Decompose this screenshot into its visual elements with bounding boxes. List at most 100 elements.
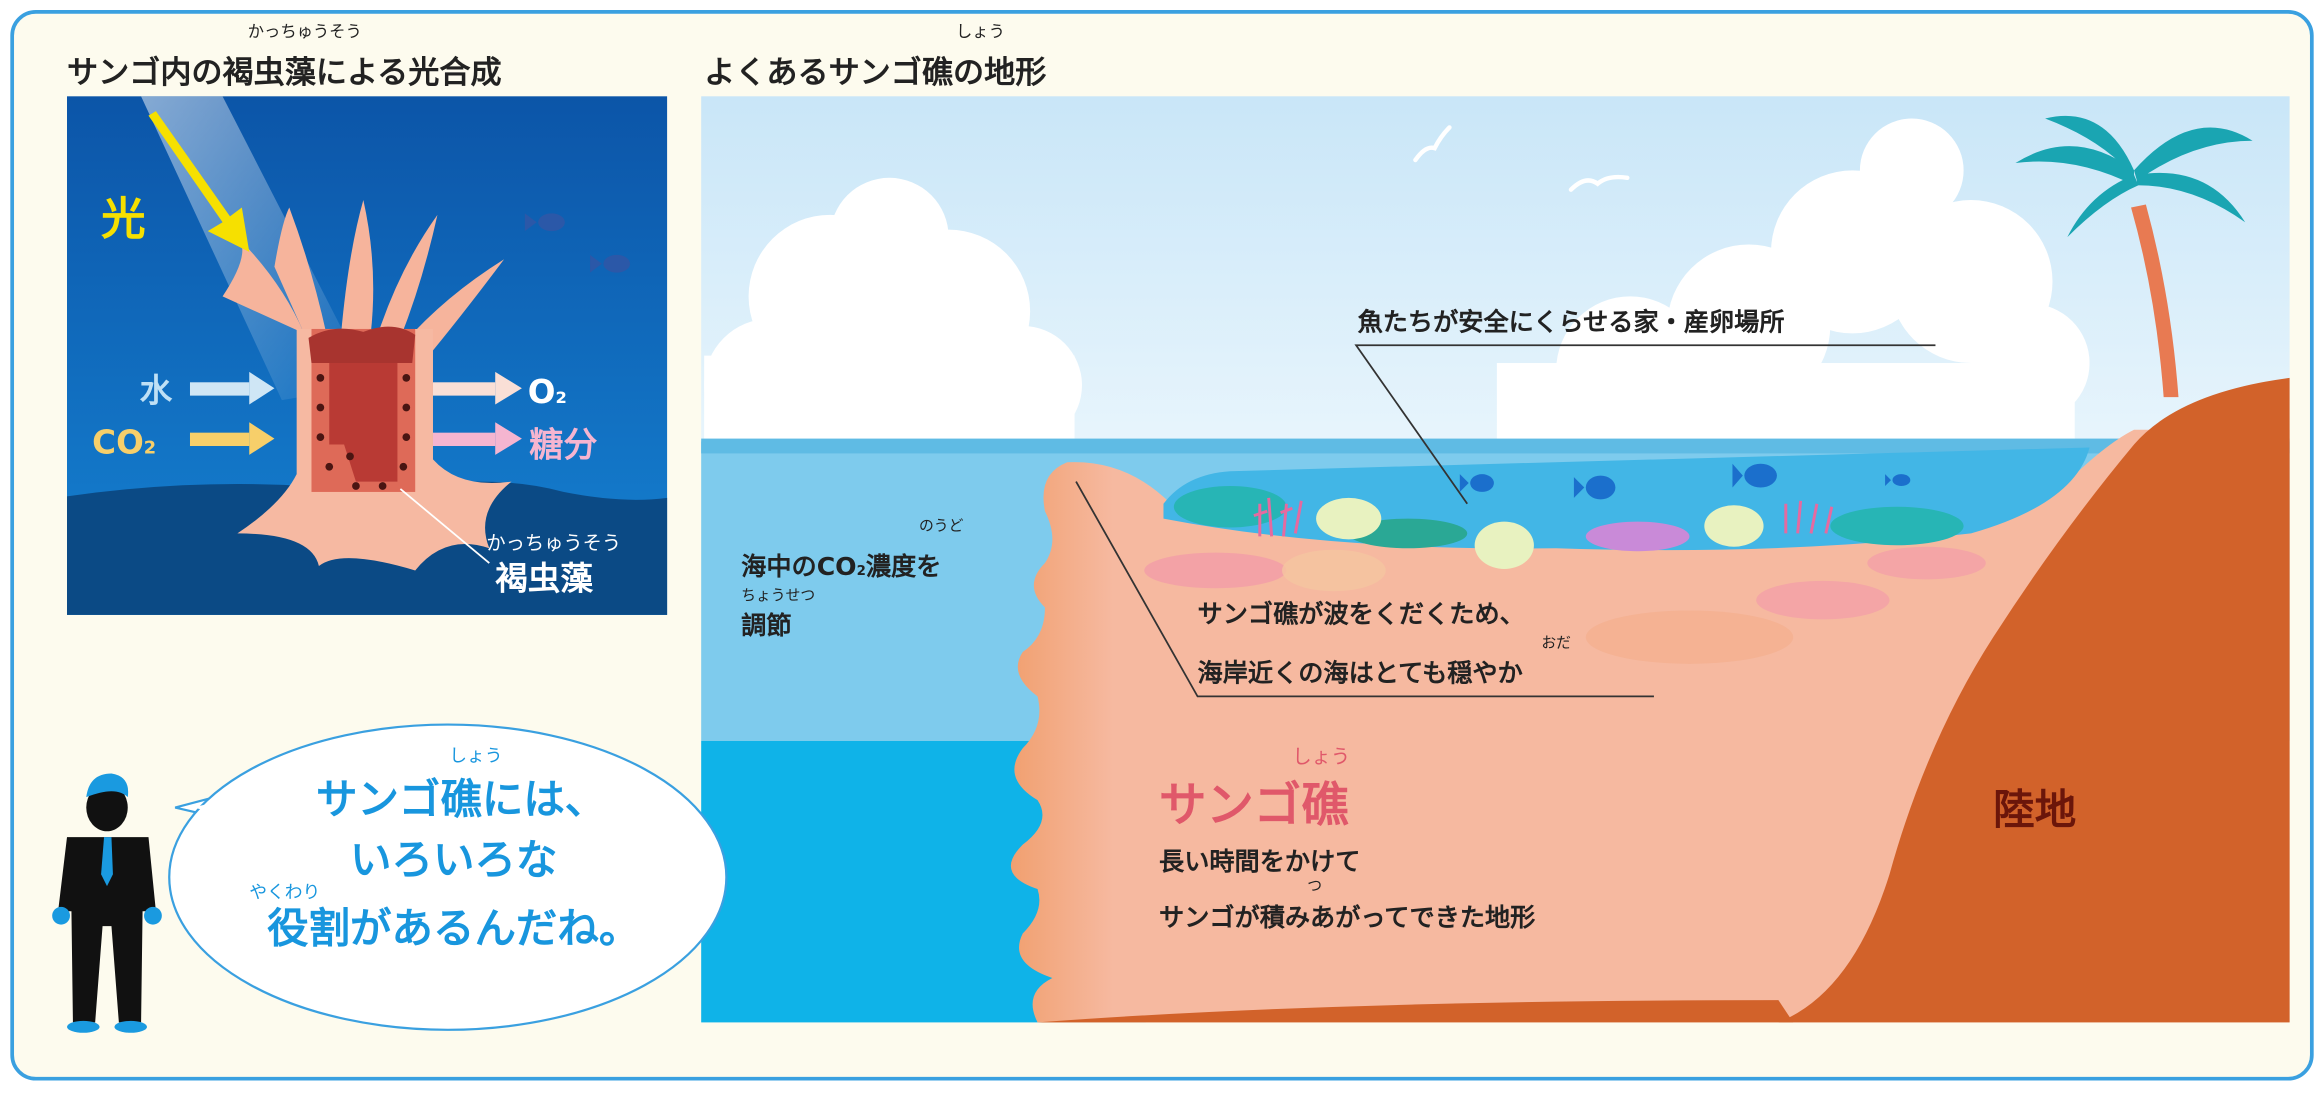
coral-cluster-part bbox=[1585, 521, 1690, 552]
coral-cluster-part bbox=[1173, 486, 1287, 528]
lagoon-fish-icon-part bbox=[1585, 475, 1616, 500]
zooxanthellae-label: 褐虫藻 bbox=[495, 560, 593, 598]
fish-icon-part bbox=[538, 213, 565, 232]
speech-bubble: しょう サンゴ礁には、 いろいろな やくわり 役割があるんだね。 bbox=[168, 723, 728, 1031]
presenter-figure-part bbox=[114, 1020, 148, 1033]
coral-polyp-part bbox=[274, 207, 327, 334]
cloud-left bbox=[704, 177, 1082, 452]
lagoon-fish-icon-part bbox=[1459, 474, 1469, 492]
coral-polyp-part bbox=[329, 363, 398, 482]
palm-tree-icon-part bbox=[2131, 204, 2179, 398]
left-title-ruby: かっちゅうそう bbox=[248, 22, 362, 41]
fish-icon-part bbox=[524, 213, 537, 232]
coral-polyp-part-part bbox=[352, 482, 360, 490]
wave-break-pointer-line bbox=[1075, 481, 1654, 698]
oda-ruby: おだ bbox=[1541, 635, 1571, 652]
water-label: 水 bbox=[140, 372, 173, 410]
coral-polyp-part bbox=[316, 373, 411, 490]
palm-tree-icon-part bbox=[2134, 127, 2253, 181]
left-panel-title: サンゴ内の褐虫藻による光合成 bbox=[67, 55, 502, 91]
coral-polyp bbox=[222, 200, 512, 571]
o2-output-arrow-icon-part bbox=[495, 371, 522, 405]
water-input-arrow-icon bbox=[189, 371, 275, 405]
presenter-figure-part bbox=[86, 783, 128, 832]
fish-home-label: 魚たちが安全にくらせる家・産卵場所 bbox=[1358, 307, 1785, 336]
coral-polyp-part-part bbox=[402, 403, 411, 412]
land-label: 陸地 bbox=[1993, 785, 2076, 834]
zooxanthellae-pointer-line bbox=[399, 488, 490, 564]
o2-output-arrow-icon-part bbox=[432, 382, 496, 396]
bubble-line3: 役割があるんだね。 bbox=[267, 903, 640, 952]
land bbox=[1778, 377, 2290, 1023]
bubble-ruby-yakuwari: やくわり bbox=[249, 882, 320, 903]
lagoon-fish-icon-part bbox=[1744, 463, 1777, 488]
cloud-right bbox=[1496, 118, 2090, 445]
coral-polyp-part bbox=[308, 326, 416, 364]
seagull-icon-part bbox=[1413, 125, 1452, 163]
coral-polyp-part bbox=[378, 214, 438, 338]
presenter-figure-part bbox=[58, 837, 156, 1023]
tsu-ruby: つ bbox=[1307, 878, 1322, 895]
coral-cluster-part bbox=[1585, 610, 1794, 664]
coral-cluster-part bbox=[1756, 580, 1890, 620]
right-panel-title: よくあるサンゴ礁の地形 bbox=[704, 55, 1046, 91]
coral-cluster-part bbox=[1282, 549, 1386, 592]
coral-polyp-part-part bbox=[378, 482, 387, 490]
coral-cluster-part bbox=[1704, 505, 1764, 547]
coral-cluster-part bbox=[1830, 506, 1964, 546]
co2-label: CO2 bbox=[92, 423, 156, 461]
speech-bubble-part bbox=[168, 723, 728, 1031]
seagull-icon-part bbox=[1568, 174, 1630, 192]
lagoon-fish-icon-part bbox=[1470, 474, 1494, 492]
presenter-figure-part bbox=[86, 773, 129, 798]
coral-polyp-part-part bbox=[399, 462, 408, 471]
bubble-ruby-shou: しょう bbox=[449, 746, 502, 767]
speech-bubble-part bbox=[192, 792, 268, 824]
reef-description-line2: サンゴが積みあがってできた地形 bbox=[1159, 903, 1536, 932]
water-input-arrow-icon-part bbox=[189, 382, 250, 396]
reef-label: サンゴ礁 bbox=[1159, 778, 1349, 833]
coral-cluster-part bbox=[1253, 497, 1834, 537]
o2-label: O2 bbox=[528, 373, 567, 411]
reef-topography-panel: しょう よくあるサンゴ礁の地形 bbox=[701, 22, 2290, 1023]
sugar-output-arrow-icon-part bbox=[495, 422, 522, 455]
coral-polyp-part bbox=[222, 237, 305, 334]
sugar-label: 糖分 bbox=[529, 425, 597, 465]
water-input-arrow-icon-part bbox=[249, 371, 275, 405]
coral-cluster bbox=[1144, 486, 1986, 664]
noudo-ruby: のうど bbox=[919, 517, 964, 534]
palm-tree-icon-part bbox=[2136, 172, 2246, 223]
bubble-line2: いろいろな bbox=[350, 835, 557, 884]
right-title-ruby: しょう bbox=[956, 22, 1005, 41]
sugar-output-arrow-icon-part bbox=[432, 432, 496, 447]
bubble-line1: サンゴ礁には、 bbox=[316, 774, 606, 823]
coral-cluster-part-part bbox=[1253, 497, 1303, 537]
presenter-figure-part bbox=[101, 837, 113, 887]
coral-polyp-part-part bbox=[402, 373, 411, 382]
palm-tree-icon bbox=[2015, 115, 2253, 398]
coral-cluster-part bbox=[1316, 497, 1382, 540]
zooxanthellae-ruby: かっちゅうそう bbox=[486, 532, 621, 555]
coral-cluster-part-part bbox=[1784, 500, 1834, 534]
presenter-figure-part bbox=[67, 1020, 100, 1033]
lagoon-fish-icon-part bbox=[1573, 477, 1585, 498]
sea-horizon bbox=[701, 438, 2290, 454]
o2-output-arrow-icon bbox=[432, 371, 522, 405]
fish-icon-part bbox=[590, 254, 602, 273]
lagoon-fish-icon bbox=[1459, 463, 1911, 500]
presenter-figure-part bbox=[144, 906, 162, 925]
land-shadow bbox=[1037, 1000, 1794, 1023]
co2-regulation-label: 海中のCO2濃度を bbox=[741, 552, 941, 581]
presenter-figure-part bbox=[52, 906, 70, 925]
fish-home-pointer-line bbox=[1354, 344, 1936, 505]
coral-polyp-part bbox=[341, 200, 374, 334]
chousetsu-ruby: ちょうせつ bbox=[741, 587, 815, 604]
reef-ruby: しょう bbox=[1292, 745, 1350, 768]
coral-polyp-part-part bbox=[316, 403, 325, 412]
photosynthesis-panel: かっちゅうそう サンゴ内の褐虫藻による光合成 光 bbox=[67, 22, 668, 615]
reef-description-line1: 長い時間をかけて bbox=[1159, 847, 1360, 876]
co2-input-arrow-icon bbox=[189, 422, 275, 455]
coral-polyp-part-part bbox=[325, 462, 334, 471]
light-label: 光 bbox=[101, 194, 145, 245]
